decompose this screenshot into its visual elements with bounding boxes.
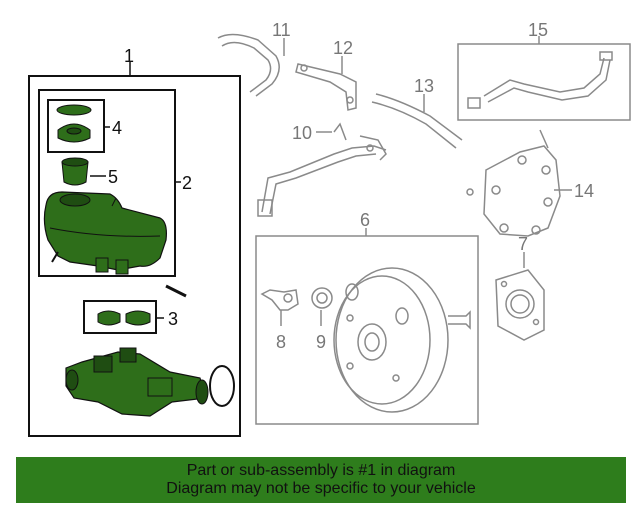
brake-booster-6-part[interactable]: [333, 267, 471, 413]
callout-14[interactable]: 14: [574, 181, 594, 201]
callout-11[interactable]: 11: [272, 20, 291, 40]
callout-1[interactable]: 1: [124, 46, 134, 66]
vacuum-hose-13-part[interactable]: [371, 93, 463, 149]
reservoir-tank-part[interactable]: [43, 191, 167, 275]
callout-9[interactable]: 9: [316, 332, 326, 352]
callout-6[interactable]: 6: [360, 210, 370, 230]
reservoir-cap-part[interactable]: [56, 104, 92, 143]
notice-line-2: Diagram may not be specific to your vehi…: [166, 480, 476, 497]
parts-diagram: 1 2 4 5: [28, 20, 631, 437]
callout-7[interactable]: 7: [518, 234, 528, 254]
gasket-7-part[interactable]: [495, 269, 545, 341]
assembly-1-group[interactable]: 1 2 4 5: [28, 46, 241, 437]
callout-12[interactable]: 12: [333, 38, 353, 58]
callout-15[interactable]: 15: [528, 20, 548, 40]
o-ring-part[interactable]: [209, 365, 235, 407]
vacuum-pipe-10-part[interactable]: [257, 122, 387, 217]
callout-13[interactable]: 13: [414, 76, 434, 96]
grommet-9-part[interactable]: [311, 287, 333, 309]
callout-5[interactable]: 5: [108, 167, 118, 187]
grommet-part[interactable]: [97, 310, 151, 326]
vacuum-pipe-15-part[interactable]: [467, 51, 613, 109]
callout-2[interactable]: 2: [182, 173, 192, 193]
master-cylinder-part[interactable]: [65, 347, 209, 417]
pin-part[interactable]: [165, 284, 187, 298]
notice-line-1: Part or sub-assembly is #1 in diagram: [186, 462, 456, 479]
callout-10[interactable]: 10: [292, 123, 312, 143]
notice-banner: Part or sub-assembly is #1 in diagram Di…: [16, 457, 626, 503]
bracket-12-part[interactable]: [295, 63, 357, 111]
callout-3[interactable]: 3: [168, 309, 178, 329]
vacuum-pump-14-part[interactable]: [466, 129, 561, 237]
strainer-part[interactable]: [61, 157, 89, 186]
callout-8[interactable]: 8: [276, 332, 286, 352]
vacuum-hose-11-part[interactable]: [217, 33, 280, 97]
check-valve-8-part[interactable]: [260, 289, 299, 311]
callout-4[interactable]: 4: [112, 118, 122, 138]
